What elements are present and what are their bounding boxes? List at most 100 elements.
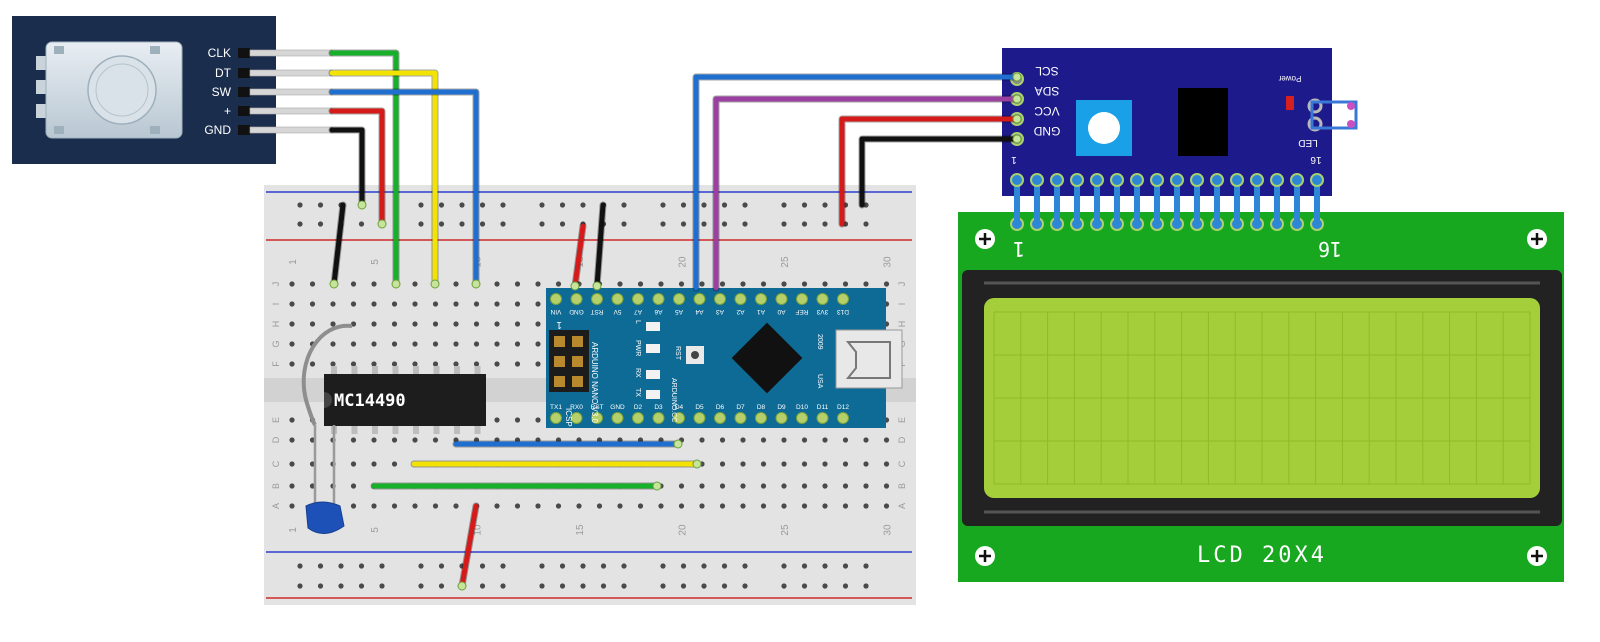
gnd-rail-jumper[interactable]: [331, 202, 346, 287]
icsp-pin: [554, 376, 565, 387]
sw-wire[interactable]: [329, 89, 479, 287]
icsp-header: [549, 330, 589, 392]
nano-pin-label: A2: [736, 308, 744, 315]
ic-leg: [392, 366, 399, 374]
bottom-red-jumper-end: [457, 581, 467, 591]
capacitor-body[interactable]: [305, 501, 345, 534]
bottom-red-jumper[interactable]: [459, 503, 479, 589]
i2c-pin-lead: [1154, 180, 1160, 226]
ic-leg: [351, 426, 358, 434]
encoder-pin-label: +: [224, 104, 231, 118]
ic-leg: [433, 426, 440, 434]
breadboard-hole: [391, 503, 398, 509]
capacitor: [301, 323, 353, 534]
encoder-housing-notch: [150, 126, 160, 134]
breadboard-hole: [350, 503, 357, 509]
nano-pin-pad: [816, 293, 829, 305]
green-data-jumper-end: [652, 481, 662, 491]
rail-hole: [701, 583, 707, 589]
rail-hole: [863, 202, 869, 208]
contrast-potentiometer[interactable]: [1088, 112, 1120, 144]
row-letter: D: [271, 436, 281, 443]
scl-wire-end: [1012, 72, 1022, 82]
rail-hole: [539, 221, 545, 227]
blue-data-jumper-end: [673, 439, 683, 449]
i2c-vcc-wire[interactable]: [839, 116, 1020, 227]
breadboard-hole: [740, 437, 746, 443]
nano-gnd-jumper[interactable]: [594, 202, 606, 289]
breadboard-hole: [576, 437, 582, 443]
dt-wire[interactable]: [329, 70, 438, 287]
nano-pin-pad: [693, 293, 706, 305]
yellow-data-jumper-end: [692, 459, 702, 469]
vcc-wire-end: [377, 219, 387, 229]
usb-connector[interactable]: [835, 329, 903, 389]
rail-hole: [822, 583, 828, 589]
breadboard-hole: [719, 461, 726, 467]
encoder-knob[interactable]: [87, 55, 157, 125]
breadboard-hole: [535, 361, 541, 367]
breadboard-hole: [719, 503, 726, 509]
year-text: 2009: [816, 334, 823, 350]
breadboard-hole: [842, 483, 849, 489]
breadboard-hole: [289, 437, 295, 443]
encoder-housing-notch: [54, 46, 64, 54]
scl-wire[interactable]: [693, 74, 1020, 291]
ic-leg: [433, 366, 440, 374]
rail-hole: [660, 563, 666, 569]
rail-hole: [539, 583, 545, 589]
clk-wire[interactable]: [329, 50, 399, 287]
gnd-wire[interactable]: [329, 127, 365, 208]
breadboard-hole: [330, 341, 336, 347]
i2c-pin-first-label: 1: [1011, 154, 1017, 165]
row-letter: J: [271, 282, 281, 287]
i2c-gnd-wire[interactable]: [859, 136, 1020, 208]
rail-hole: [660, 583, 666, 589]
rail-hole: [721, 583, 728, 589]
breadboard-hole: [391, 341, 398, 347]
nano-pin-label: RST: [590, 308, 603, 315]
breadboard-hole: [760, 503, 767, 509]
breadboard-hole: [842, 461, 849, 467]
nano-pin-label: VIN: [550, 308, 561, 315]
rail-hole: [721, 221, 728, 227]
rail-hole: [438, 583, 445, 589]
nano-pin-label: RST: [591, 404, 604, 411]
rail-hole: [438, 202, 445, 208]
breadboard-hole: [432, 361, 439, 367]
nano-pin-pad: [591, 412, 603, 424]
rail-hole: [842, 563, 849, 569]
breadboard-hole: [514, 503, 521, 509]
breadboard-hole: [535, 301, 541, 307]
nano-5v-jumper[interactable]: [572, 223, 586, 289]
breadboard-hole: [412, 301, 418, 307]
gnd-rail-jumper-end: [329, 279, 339, 289]
nano-pcb[interactable]: [546, 288, 886, 428]
i2c-bottom-pin: [1310, 173, 1324, 187]
breadboard-hole: [412, 321, 418, 327]
vcc-wire[interactable]: [329, 108, 385, 227]
i2c-pin-lead: [1294, 180, 1300, 226]
nano-pin-label: D11: [817, 404, 829, 411]
rail-hole: [358, 583, 365, 589]
i2c-pin-lead: [1134, 180, 1140, 226]
rail-hole: [358, 221, 365, 227]
row-letter: I: [897, 303, 907, 306]
rail-hole: [379, 583, 385, 589]
nano-pin-label: D4: [675, 404, 684, 411]
breadboard-hole: [514, 301, 521, 307]
nano-pin-pad: [652, 412, 665, 424]
led-jumper[interactable]: [1307, 98, 1358, 132]
rail-hole: [863, 583, 869, 589]
sda-wire[interactable]: [713, 96, 1020, 291]
rail-hole: [297, 563, 303, 569]
breadboard-hole: [760, 461, 767, 467]
ic-body[interactable]: [324, 374, 486, 426]
breadboard-hole: [514, 341, 521, 347]
breadboard-hole: [453, 301, 459, 307]
encoder-pin-header: [238, 125, 250, 135]
breadboard-hole: [371, 301, 377, 307]
column-number: 10: [473, 524, 484, 536]
